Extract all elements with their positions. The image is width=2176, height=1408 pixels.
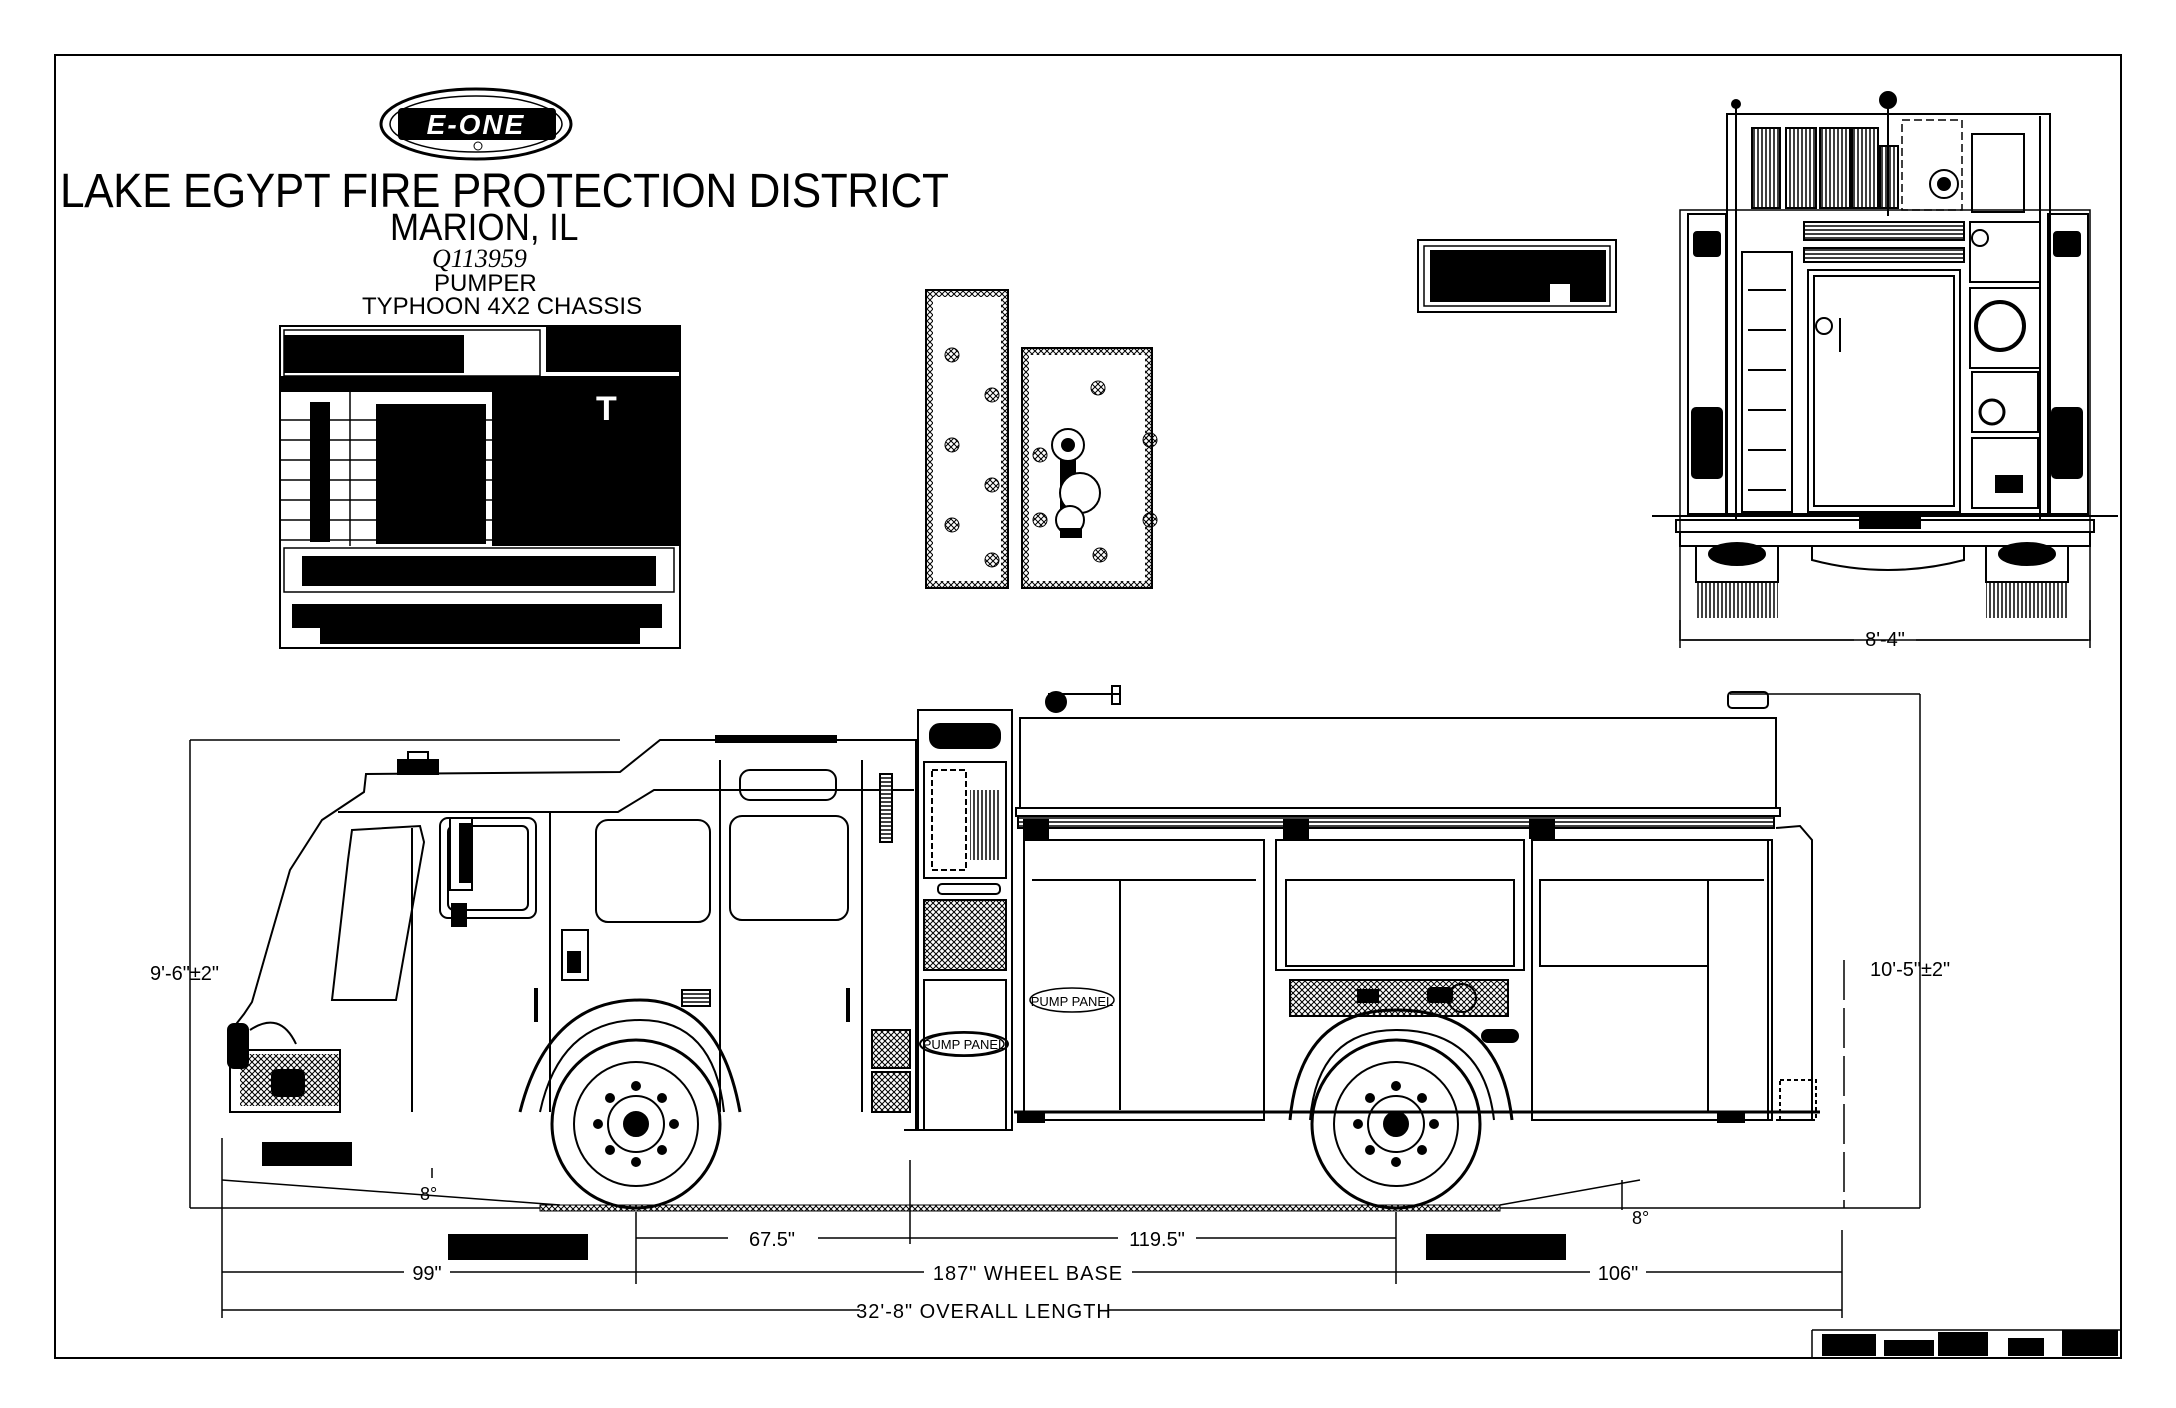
- wheel-base-label: 187" WHEEL BASE: [933, 1263, 1123, 1285]
- pump-panel-badge-2: [923, 1032, 1005, 1056]
- pump-panel-label-1: PUMP PANEL: [1031, 994, 1114, 1009]
- rear-overhang-label: 106": [1598, 1263, 1638, 1285]
- quote-number: Q113959: [432, 244, 527, 273]
- redacted-label-box: [1417, 239, 1617, 313]
- e-one-logo: E-ONE: [379, 87, 573, 161]
- cab-to-axle-label: 67.5": [749, 1229, 795, 1251]
- district-title: LAKE EGYPT FIRE PROTECTION DISTRICT: [60, 165, 949, 218]
- redacted-front: [262, 1142, 352, 1166]
- approach-angle-label: 8°: [420, 1184, 437, 1204]
- apparatus-type: PUMPER: [434, 270, 537, 297]
- rear-width-label: 8'-4": [1865, 629, 1905, 651]
- rear-view: [1652, 91, 2118, 641]
- cab-height-label: 9'-6"±2": [150, 963, 219, 985]
- front-overhang-label: 99": [412, 1263, 441, 1285]
- rear-width-dimension: [1679, 620, 2091, 648]
- departure-angle-label: 8°: [1632, 1208, 1649, 1228]
- side-view: [227, 685, 1820, 1210]
- pump-panel-label-2: PUMP PANEL: [923, 1037, 1006, 1052]
- logo-text: E-ONE: [427, 109, 526, 140]
- overall-length-label: 32'-8" OVERALL LENGTH: [856, 1301, 1112, 1323]
- pump-panel-badge-1: [1029, 987, 1115, 1013]
- ground-line: [539, 1204, 1501, 1212]
- spec-table-mark: T: [596, 390, 617, 428]
- overall-height-label: 10'-5"±2": [1870, 959, 1950, 981]
- side-dimensions: [189, 693, 1921, 1318]
- city-title: MARION, IL: [390, 207, 579, 249]
- title-strip: [1811, 1329, 2121, 1358]
- chassis-type: TYPHOON 4X2 CHASSIS: [362, 293, 643, 320]
- redacted-rear-overhang: [1426, 1234, 1566, 1260]
- top-view: [925, 289, 1158, 589]
- axle-to-body-label: 119.5": [1129, 1229, 1185, 1251]
- redacted-front-overhang: [448, 1234, 588, 1260]
- sheet-border: [54, 54, 2122, 1359]
- spec-table: T: [279, 325, 681, 649]
